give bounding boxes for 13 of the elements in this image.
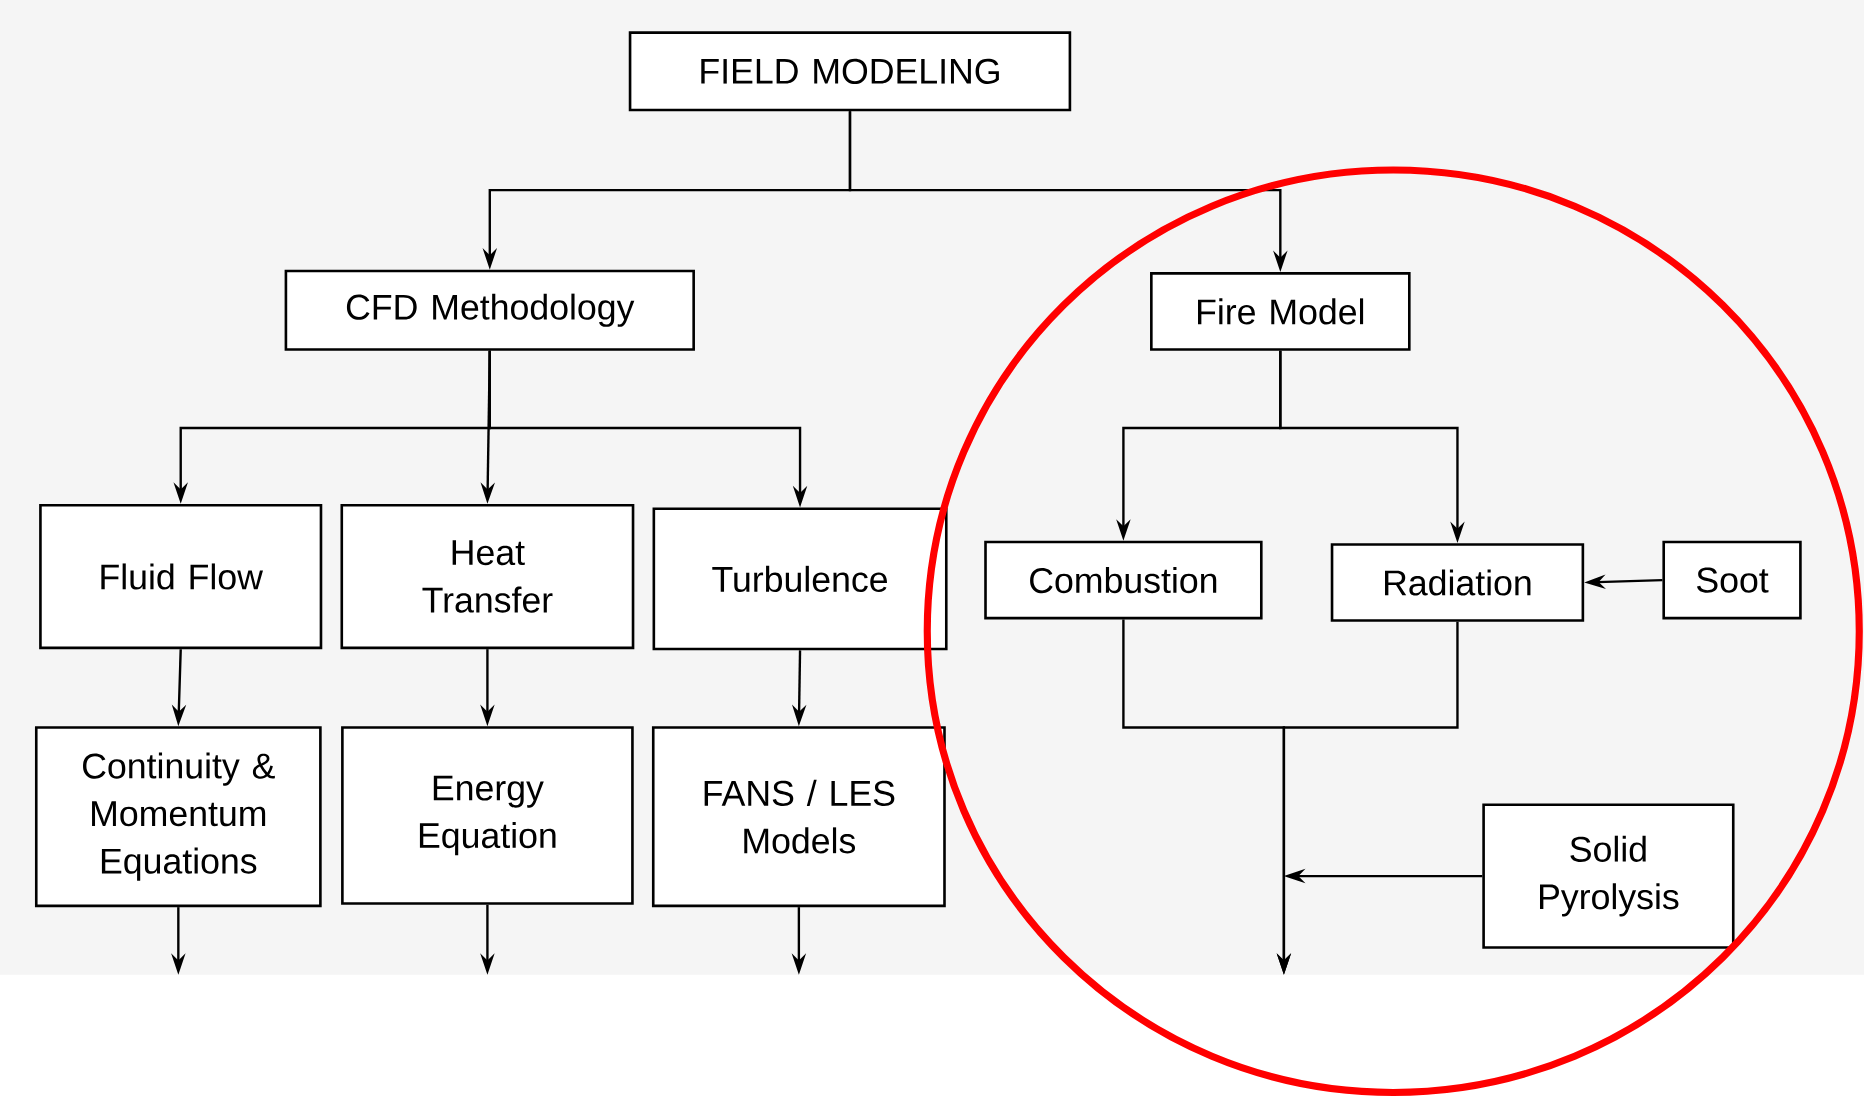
process-box: FANS / LES Models xyxy=(651,726,946,907)
process-box: Continuity & Momentum Equations xyxy=(34,726,322,907)
process-box: Combustion xyxy=(984,540,1263,620)
process-box: CFD Methodology xyxy=(284,269,695,351)
process-box: Fluid Flow xyxy=(39,503,323,649)
process-box: Turbulence xyxy=(652,507,948,651)
process-box: FIELD MODELING xyxy=(628,31,1072,112)
process-box: Soot xyxy=(1662,540,1802,620)
process-box: Heat Transfer xyxy=(340,503,635,649)
process-box: Radiation xyxy=(1330,542,1585,622)
process-box: Energy Equation xyxy=(341,726,634,905)
process-box: Solid Pyrolysis xyxy=(1482,803,1735,949)
process-box: Fire Model xyxy=(1150,271,1411,351)
